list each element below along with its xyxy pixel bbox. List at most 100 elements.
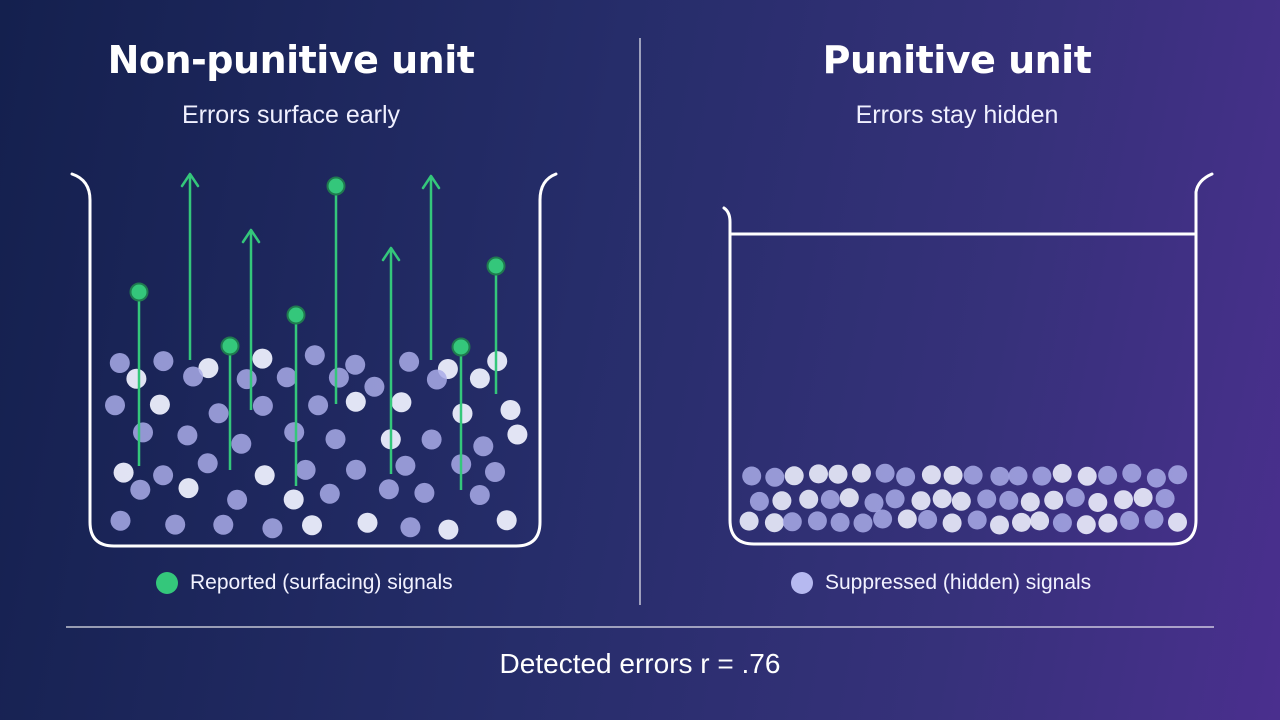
hidden-signal-dot: [469, 485, 490, 505]
hidden-signal-dot: [149, 394, 170, 415]
hidden-signal-dot: [345, 391, 366, 412]
hidden-signal-dot: [414, 482, 435, 503]
legend-reported: Reported (surfacing) signals: [156, 571, 453, 595]
hidden-signal-dot: [308, 395, 329, 416]
hidden-signal-dot: [438, 519, 459, 540]
hidden-signal-dot: [1052, 463, 1072, 483]
hidden-signal-dot: [963, 465, 983, 485]
hidden-signal-dot: [262, 518, 283, 539]
hidden-signal-dot: [165, 514, 186, 535]
hidden-signal-dot: [130, 479, 151, 500]
hidden-signal-dot: [295, 459, 316, 480]
hidden-signal-dot: [943, 465, 963, 485]
hidden-signal-dot: [391, 392, 412, 413]
hidden-signal-dot: [830, 512, 850, 532]
hidden-signal-dot: [113, 462, 134, 483]
hidden-signal-dot: [110, 510, 131, 531]
hidden-signal-dot: [304, 345, 325, 366]
hidden-signal-dot: [1088, 493, 1108, 512]
hidden-signal-dot: [153, 351, 174, 372]
hidden-signal-dot: [177, 425, 198, 446]
hidden-signal-dot: [399, 351, 420, 372]
hidden-signal-dot: [1168, 512, 1187, 532]
hidden-signal-dot: [942, 513, 962, 533]
hidden-signal-dot: [421, 429, 442, 450]
hidden-signal-dot: [1052, 513, 1072, 533]
hidden-signal-dot: [1133, 488, 1153, 507]
hidden-signal-dot: [911, 491, 931, 511]
left-container-signals: [105, 172, 528, 540]
hidden-signal-dot: [1032, 466, 1052, 486]
hidden-signal-dot: [400, 517, 421, 538]
hidden-signal-dot: [749, 491, 769, 511]
hidden-signal-dot: [1065, 488, 1085, 507]
hidden-signal-dot: [951, 491, 971, 511]
hidden-signal-dot: [183, 366, 204, 387]
reported-signal-dot: [451, 337, 471, 357]
hidden-signal-dot: [921, 465, 941, 485]
hidden-signal-dot: [328, 367, 349, 388]
reported-signal-arrow: [241, 228, 261, 244]
hidden-signal-dot: [765, 467, 785, 487]
hidden-signal-dot: [764, 513, 784, 533]
hidden-signal-dot: [990, 466, 1010, 486]
horizontal-divider: [66, 626, 1214, 628]
reported-signal-dot: [129, 282, 149, 302]
hidden-signal-dot: [500, 400, 521, 420]
reported-signal-dot: [326, 176, 346, 196]
hidden-signal-dot: [426, 369, 447, 390]
hidden-signal-dot: [875, 463, 895, 483]
hidden-signal-dot: [1020, 492, 1040, 512]
hidden-signal-dot: [284, 422, 305, 443]
right-panel-title: Punitive unit: [822, 38, 1092, 82]
hidden-signal-dot: [507, 424, 528, 445]
hidden-signal-dot: [208, 403, 229, 424]
hidden-signal-dot: [967, 510, 987, 530]
hidden-signal-dot: [1155, 489, 1175, 508]
right-container-signals: [739, 463, 1188, 535]
hidden-signal-dot: [325, 429, 346, 450]
hidden-signal-dot: [276, 367, 297, 388]
hidden-signal-dot: [1077, 466, 1097, 486]
legend-suppressed: Suppressed (hidden) signals: [791, 571, 1091, 595]
hidden-signal-dot: [153, 465, 174, 486]
legend-suppressed-label: Suppressed (hidden) signals: [825, 571, 1092, 594]
hidden-signal-dot: [345, 354, 366, 375]
hidden-signal-dot: [999, 490, 1019, 510]
reported-signal-icon: [156, 572, 178, 594]
hidden-signal-dot: [839, 488, 859, 508]
hidden-signal-dot: [897, 509, 917, 529]
right-container: [722, 172, 1214, 546]
reported-signal-arrow: [381, 246, 401, 262]
hidden-signal-dot: [1146, 468, 1166, 488]
hidden-signal-dot: [807, 511, 827, 531]
hidden-signal-dot: [378, 479, 399, 500]
hidden-signal-dot: [252, 348, 273, 369]
footer-statistic: Detected errors r = .76: [499, 648, 781, 679]
hidden-signal-dot: [1098, 513, 1118, 533]
hidden-signal-dot: [853, 513, 873, 533]
hidden-signal-dot: [178, 478, 199, 499]
hidden-signal-dot: [105, 395, 125, 416]
hidden-signal-dot: [126, 368, 147, 389]
hidden-signal-dot: [1098, 465, 1118, 485]
hidden-signal-dot: [283, 489, 304, 510]
hidden-signal-dot: [469, 368, 490, 389]
left-panel-subtitle: Errors surface early: [181, 101, 401, 129]
hidden-signal-dot: [1114, 490, 1133, 510]
legend-reported-label: Reported (surfacing) signals: [190, 571, 453, 594]
hidden-signal-dot: [231, 433, 252, 454]
hidden-signal-dot: [1008, 466, 1028, 486]
hidden-signal-dot: [213, 514, 234, 535]
hidden-signal-dot: [1168, 465, 1188, 485]
reported-signal-arrow: [180, 172, 200, 188]
hidden-signal-dot: [109, 353, 130, 373]
hidden-signal-dot: [346, 459, 366, 480]
hidden-signal-dot: [1122, 463, 1142, 483]
reported-signal-arrow: [421, 174, 441, 190]
hidden-signal-dot: [977, 489, 997, 509]
hidden-signal-dot: [896, 467, 916, 487]
hidden-signal-dot: [452, 403, 473, 424]
hidden-signal-dot: [1144, 509, 1164, 529]
reported-signal-dot: [286, 305, 306, 325]
